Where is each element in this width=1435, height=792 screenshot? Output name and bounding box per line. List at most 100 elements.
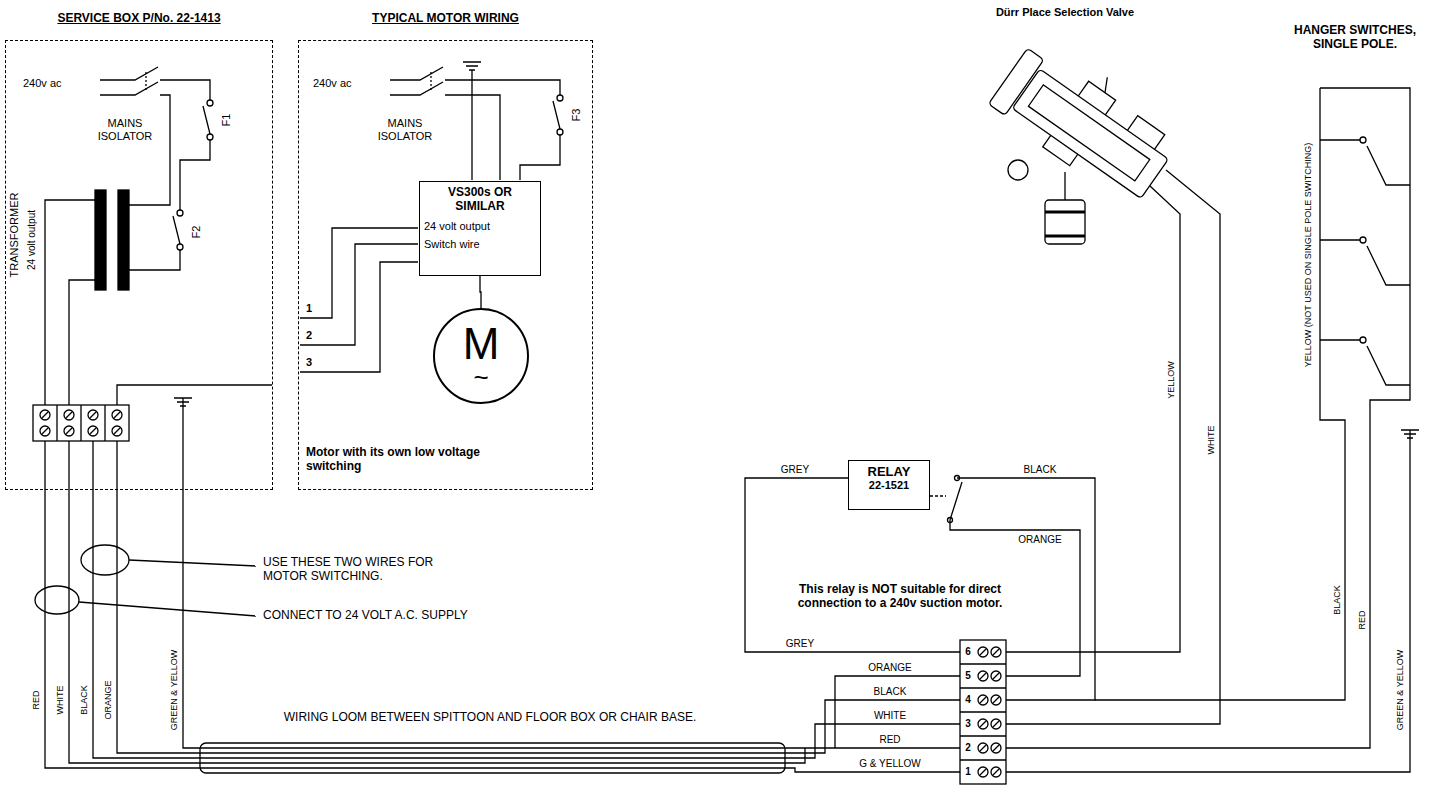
- valve-illustration: [1045, 200, 1085, 244]
- wire-color: YELLOW: [1166, 360, 1176, 400]
- terminal-screw: [993, 721, 999, 727]
- terminal-screw: [978, 743, 988, 753]
- motor-wiring-box: TYPICAL MOTOR WIRINGVS300s OR SIMILAR24 …: [298, 40, 593, 490]
- wire-color: RED: [1357, 609, 1367, 630]
- terminal-number: 6: [964, 646, 972, 658]
- terminal-number: 4: [964, 694, 972, 706]
- relay-link: [930, 495, 946, 496]
- terminal-screw: [980, 697, 986, 703]
- leader-line: [129, 560, 256, 566]
- wire-color: WHITE: [873, 710, 907, 722]
- fuse-label: F1: [220, 113, 233, 128]
- terminal-strip: [960, 640, 1006, 784]
- terminal-screw: [978, 671, 988, 681]
- wire-color: GREEN & YELLOW: [169, 649, 179, 731]
- callout-ring: [81, 545, 129, 575]
- loom-wire: [45, 398, 200, 768]
- fuse-contact: [207, 100, 213, 106]
- isolator-link: [430, 72, 431, 90]
- wire-color: ORANGE: [1017, 534, 1062, 546]
- terminal-screw: [978, 767, 988, 777]
- part-name: HANGER SWITCHES, SINGLE POLE.: [1279, 24, 1431, 52]
- callout-text: USE THESE TWO WIRES FOR MOTOR SWITCHING.: [262, 556, 464, 584]
- terminal-number: 2: [964, 742, 972, 754]
- valve-illustration: [1008, 160, 1028, 180]
- terminal-number: 5: [964, 670, 972, 682]
- node-text: 22-1521: [853, 479, 925, 491]
- wire-color: BLACK: [79, 684, 89, 716]
- fuse-f3: [520, 101, 560, 180]
- fuse-f1: [180, 106, 210, 210]
- wire-color: G & YELLOW: [858, 758, 922, 770]
- node-title: RELAY: [853, 464, 925, 479]
- wire-color: WHITE: [1206, 425, 1216, 456]
- terminal-screw: [991, 719, 1001, 729]
- fuse-label: F3: [570, 108, 583, 123]
- terminal-number: 3: [305, 356, 313, 369]
- secondary-wire: [45, 200, 95, 405]
- wire-color: GREEN & YELLOW: [1395, 649, 1405, 731]
- fuse-contact: [177, 244, 183, 250]
- wire-color: BLACK: [1023, 464, 1058, 476]
- white-wire: [1006, 170, 1220, 724]
- fuse-label: F2: [190, 225, 203, 240]
- valve-illustration: [986, 30, 1220, 724]
- node-text: ~: [473, 366, 488, 389]
- valve-illustration: [1064, 172, 1065, 200]
- terminal-screw: [991, 671, 1001, 681]
- wire-color: WHITE: [55, 685, 65, 716]
- isolator-link: [145, 72, 146, 90]
- terminal-screw: [991, 695, 1001, 705]
- switch-contact: [1360, 337, 1366, 343]
- wire-color: YELLOW (NOT USED ON SINGLE POLE SWITCHIN…: [1303, 142, 1313, 368]
- connector-wire: [480, 276, 481, 308]
- hanger-switches: [1006, 88, 1419, 772]
- terminal-number: 3: [964, 718, 972, 730]
- terminal-screw: [978, 695, 988, 705]
- earth-symbol: [1006, 430, 1419, 772]
- switch-wire: [117, 385, 272, 405]
- transformer-label: TRANSFORMER: [8, 192, 21, 279]
- transformer-core: [95, 190, 106, 290]
- wiring-loom: [200, 748, 785, 768]
- valve-illustration: [1045, 212, 1085, 236]
- earth-symbol: [463, 62, 481, 180]
- terminal-screw: [991, 767, 1001, 777]
- terminal-screw: [978, 647, 988, 657]
- service-box: SERVICE BOX P/No. 22-1413: [5, 40, 273, 490]
- motor-wiring: [300, 62, 563, 372]
- wire-color: ORANGE: [867, 662, 912, 674]
- terminal-strip: [960, 664, 1006, 760]
- fuse-contact: [557, 95, 563, 101]
- hanger-switch: [1320, 140, 1410, 385]
- fuse-f2: [129, 216, 180, 270]
- terminal-screw: [40, 410, 122, 436]
- voltage-label: 24 volt output: [26, 209, 38, 271]
- terminal-screw: [978, 719, 988, 729]
- loom-wire: [785, 676, 960, 772]
- terminal-screw: [993, 745, 999, 751]
- isolator-label: MAINS ISOLATOR: [84, 117, 166, 142]
- node-title: SERVICE BOX P/No. 22-1413: [6, 11, 272, 25]
- supply-label: 240v ac: [312, 77, 353, 90]
- valve-illustration: [986, 30, 1187, 210]
- relay-blade: [950, 482, 962, 520]
- valve-illustration: [1043, 81, 1165, 200]
- wire-color: BLACK: [873, 686, 908, 698]
- wire-color: ORANGE: [103, 679, 113, 720]
- isolator-label: MAINS ISOLATOR: [364, 117, 446, 142]
- wire-color: RED: [31, 689, 41, 710]
- switch-contact: [1360, 237, 1366, 243]
- terminal-screw: [980, 769, 986, 775]
- controller-box: VS300s OR SIMILAR24 volt outputSwitch wi…: [419, 181, 541, 276]
- leader-line: [79, 602, 256, 616]
- node-title: VS300s OR SIMILAR: [424, 185, 536, 214]
- terminal-screw: [991, 743, 1001, 753]
- wire-color: GREY: [785, 638, 815, 650]
- node-text: Switch wire: [424, 238, 536, 251]
- terminal-screw: [42, 412, 120, 434]
